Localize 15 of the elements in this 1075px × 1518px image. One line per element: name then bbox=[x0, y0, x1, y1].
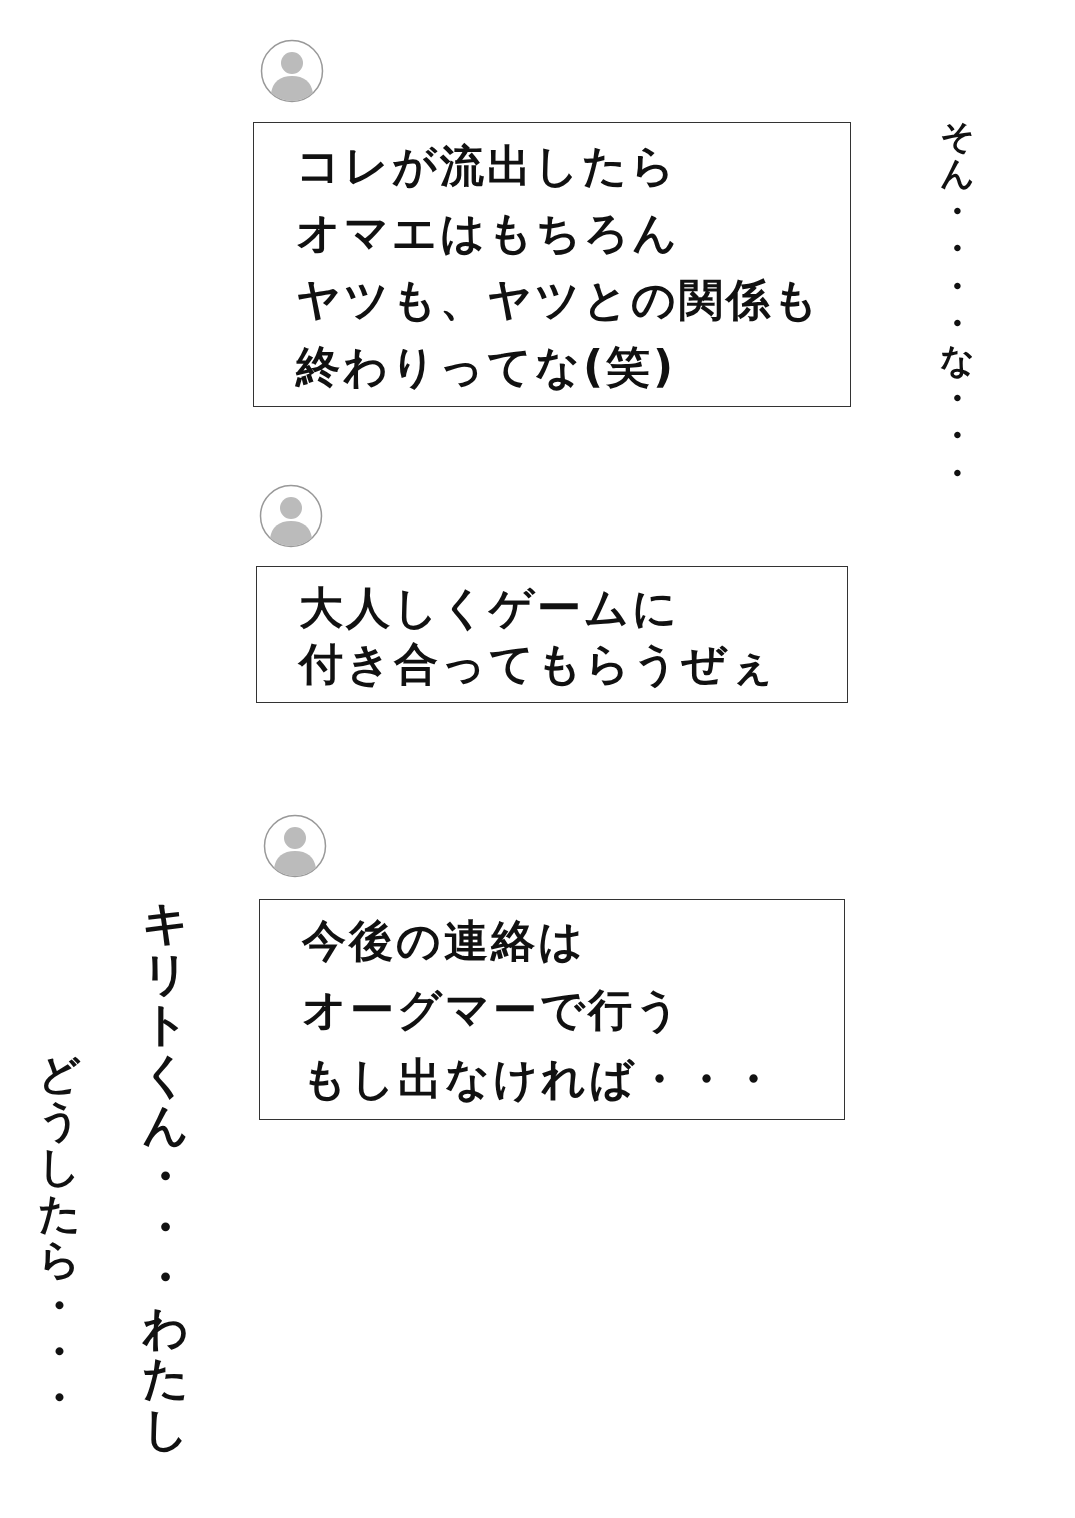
message-text: コレが流出したら bbox=[296, 139, 678, 193]
message-box bbox=[259, 899, 845, 1120]
vertical-speech-text: そん・・・・な・・・ bbox=[940, 118, 974, 492]
message-text: オーグマーで行う bbox=[302, 983, 683, 1037]
message-text: オマエはもちろん bbox=[296, 206, 680, 260]
message-box bbox=[253, 122, 851, 407]
vertical-speech-text: キリトくん・・・わたし bbox=[142, 898, 188, 1455]
message-box bbox=[256, 566, 848, 703]
message-text: 終わりってな(笑) bbox=[296, 340, 677, 394]
message-text: 今後の連絡は bbox=[302, 914, 586, 968]
message-text: もし出なければ・・・ bbox=[302, 1052, 778, 1106]
message-text: 付き合ってもらうぜぇ bbox=[299, 637, 777, 691]
message-text: 大人しくゲームに bbox=[299, 581, 680, 635]
vertical-speech-text: どうしたら・・・ bbox=[38, 1052, 80, 1422]
message-text: ヤツも、ヤツとの関係も bbox=[296, 273, 821, 327]
